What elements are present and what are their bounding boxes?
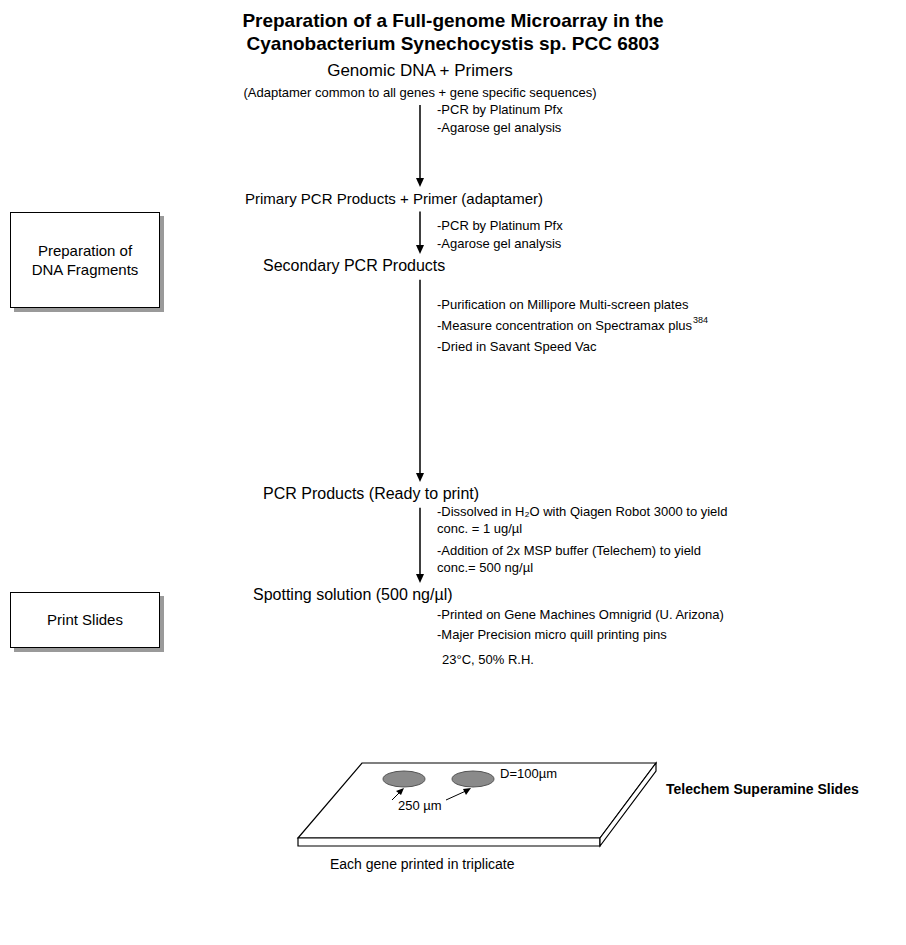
flow-arrow — [416, 212, 424, 255]
spot — [383, 771, 425, 787]
flow-arrow — [416, 508, 424, 583]
slide-top — [298, 763, 656, 838]
step-detail: -PCR by Platinum Pfx — [437, 218, 563, 235]
annotation: D=100µm — [500, 766, 557, 783]
step-detail: -Printed on Gene Machines Omnigrid (U. A… — [437, 607, 724, 624]
step-detail: -Measure concentration on Spectramax plu… — [437, 318, 692, 335]
process-step: Genomic DNA + Primers (Adaptamer common t… — [170, 60, 670, 102]
process-step: Secondary PCR Products — [263, 256, 445, 277]
slide-side — [600, 763, 656, 846]
step-detail: -Purification on Millipore Multi-screen … — [437, 297, 688, 314]
section-box: Print Slides — [10, 592, 160, 648]
box-text: Print Slides — [26, 610, 144, 630]
process-step: Spotting solution (500 ng/µl) — [253, 585, 453, 606]
section-box: Preparation of DNA Fragments — [10, 212, 160, 308]
flow-arrow — [416, 105, 424, 187]
arrowhead — [396, 788, 404, 795]
step-text: Preparation of DNA Fragments — [26, 241, 144, 280]
superscript: 384 — [693, 315, 708, 327]
title: Preparation of a Full-genome Microarray … — [193, 10, 713, 56]
flow-arrow — [416, 280, 424, 482]
step-detail: -Dissolved in H₂O with Qiagen Robot 3000… — [437, 504, 729, 538]
title-block: Preparation of a Full-genome Microarray … — [0, 10, 906, 56]
step-text: Print Slides — [26, 610, 144, 630]
process-step: PCR Products (Ready to print) — [263, 484, 479, 505]
step-text: Spotting solution (500 ng/µl) — [253, 585, 453, 606]
step-detail: -Dried in Savant Speed Vac — [437, 339, 596, 356]
step-detail: -PCR by Platinum Pfx — [437, 102, 563, 119]
spot — [452, 771, 494, 787]
step-detail: -Addition of 2x MSP buffer (Telechem) to… — [437, 543, 722, 577]
annotation: Each gene printed in triplicate — [330, 855, 514, 873]
arrowhead — [463, 788, 471, 795]
step-detail: 23°C, 50% R.H. — [442, 652, 534, 669]
step-text: Secondary PCR Products — [263, 256, 445, 277]
step-note: (Adaptamer common to all genes + gene sp… — [170, 85, 670, 102]
step-detail: -Agarose gel analysis — [437, 120, 561, 137]
step-text: PCR Products (Ready to print) — [263, 484, 479, 505]
step-text: Genomic DNA + Primers — [170, 60, 670, 82]
annotation: 250 µm — [398, 798, 442, 815]
step-text: Primary PCR Products + Primer (adaptamer… — [245, 189, 543, 209]
slide-edge — [298, 838, 600, 846]
step-detail: -Agarose gel analysis — [437, 236, 561, 253]
box-text: Preparation of DNA Fragments — [26, 241, 144, 280]
step-detail: -Majer Precision micro quill printing pi… — [437, 627, 667, 644]
process-step: Primary PCR Products + Primer (adaptamer… — [245, 189, 543, 209]
annotation: Telechem Superamine Slides — [666, 780, 859, 798]
